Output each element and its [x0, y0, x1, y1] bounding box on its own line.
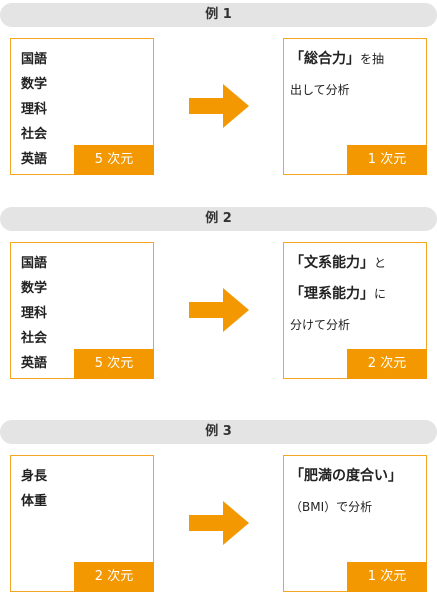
input-item: 数学 [21, 281, 48, 296]
output-line: 出して分析 [290, 80, 384, 111]
output-rest: （BMI）で分析 [290, 500, 373, 514]
input-item: 国語 [21, 52, 48, 67]
input-item: 理科 [21, 306, 48, 321]
output-term: 「理系能力」 [290, 286, 374, 302]
output-term: 「総合力」 [290, 51, 360, 67]
output-term: 「文系能力」 [290, 255, 374, 271]
example-2-input-dimension: 5 次元 [74, 349, 154, 379]
output-rest: と [374, 256, 387, 270]
example-2-output-box: 「文系能力」と 「理系能力」に 分けて分析 2 次元 [283, 242, 427, 379]
output-line: （BMI）で分析 [290, 497, 402, 528]
example-1-output-text: 「総合力」を抽 出して分析 [290, 49, 384, 111]
example-2-input-box: 国語 数学 理科 社会 英語 5 次元 [10, 242, 154, 379]
example-2-banner: 例 2 [0, 207, 437, 231]
output-rest: 分けて分析 [290, 318, 351, 332]
example-1-banner: 例 1 [0, 3, 437, 27]
right-arrow-icon [189, 501, 249, 545]
example-2-output-text: 「文系能力」と 「理系能力」に 分けて分析 [290, 253, 386, 346]
output-rest: に [374, 287, 387, 301]
example-3-input-list: 身長 体重 [21, 468, 47, 518]
output-line: 分けて分析 [290, 315, 386, 346]
example-1-output-dimension: 1 次元 [347, 145, 427, 175]
input-item: 数学 [21, 77, 48, 92]
input-item: 身長 [21, 469, 48, 484]
output-rest: 出して分析 [290, 83, 350, 97]
output-line: 「理系能力」に [290, 284, 386, 315]
input-item: 国語 [21, 256, 48, 271]
example-1-input-dimension: 5 次元 [74, 145, 154, 175]
output-line: 「文系能力」と [290, 253, 386, 284]
example-3-banner: 例 3 [0, 420, 437, 444]
input-item: 英語 [21, 152, 48, 167]
example-3-output-dimension: 1 次元 [347, 562, 427, 592]
example-3-output-box: 「肥満の度合い」 （BMI）で分析 1 次元 [283, 455, 427, 592]
input-item: 英語 [21, 356, 48, 371]
input-item: 社会 [21, 331, 48, 346]
input-item: 理科 [21, 102, 48, 117]
example-3-input-box: 身長 体重 2 次元 [10, 455, 154, 592]
example-3-output-text: 「肥満の度合い」 （BMI）で分析 [290, 466, 402, 528]
example-1-input-box: 国語 数学 理科 社会 英語 5 次元 [10, 38, 154, 175]
example-3-input-dimension: 2 次元 [74, 562, 154, 592]
output-rest: を抽 [360, 52, 385, 66]
input-item: 体重 [21, 494, 48, 509]
example-1-output-box: 「総合力」を抽 出して分析 1 次元 [283, 38, 427, 175]
right-arrow-icon [189, 288, 249, 332]
output-line: 「肥満の度合い」 [290, 466, 402, 497]
input-item: 社会 [21, 127, 48, 142]
example-2-output-dimension: 2 次元 [347, 349, 427, 379]
example-2-input-list: 国語 数学 理科 社会 英語 [21, 255, 47, 380]
output-term: 「肥満の度合い」 [290, 468, 402, 484]
output-line: 「総合力」を抽 [290, 49, 384, 80]
example-1-input-list: 国語 数学 理科 社会 英語 [21, 51, 47, 176]
right-arrow-icon [189, 84, 249, 128]
